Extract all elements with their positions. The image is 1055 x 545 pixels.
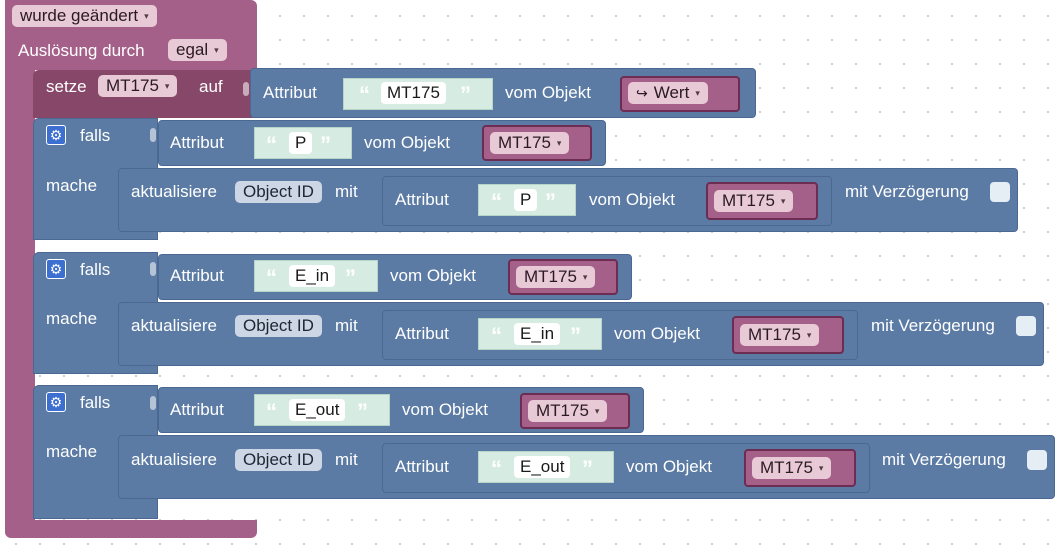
gear-icon[interactable]: ⚙ xyxy=(46,125,66,145)
attribute-label: Attribut xyxy=(263,83,317,102)
do-label: mache xyxy=(46,176,98,195)
chevron-down-icon: ▾ xyxy=(594,406,600,416)
from-object-label: vom Objekt xyxy=(589,190,675,209)
to-label: auf xyxy=(199,77,223,96)
quote-open-icon: “ xyxy=(491,189,502,214)
if-label: falls xyxy=(80,260,111,279)
object-id-field[interactable]: Object ID xyxy=(235,181,322,203)
object-dropdown[interactable]: MT175 ▾ xyxy=(740,324,820,346)
delay-label: mit Verzögerung xyxy=(871,316,995,335)
quote-open-icon: “ xyxy=(491,323,502,348)
text-field[interactable]: E_out xyxy=(514,456,571,478)
set-label: setze xyxy=(46,77,87,96)
text-field[interactable]: P xyxy=(289,132,313,154)
gear-icon[interactable]: ⚙ xyxy=(46,259,66,279)
return-arrow-icon: ↪ xyxy=(636,85,648,101)
chevron-down-icon: ▾ xyxy=(556,138,562,148)
chevron-down-icon: ▾ xyxy=(806,330,812,340)
chevron-down-icon: ▾ xyxy=(818,463,824,473)
delay-label: mit Verzögerung xyxy=(845,182,969,201)
object-dropdown[interactable]: MT175 ▾ xyxy=(752,457,832,479)
quote-close-icon: ” xyxy=(545,189,556,214)
quote-close-icon: ” xyxy=(345,265,356,290)
delay-label: mit Verzögerung xyxy=(882,450,1006,469)
text-field[interactable]: MT175 xyxy=(381,82,446,104)
triggered-by-dropdown[interactable]: egal ▾ xyxy=(168,39,227,61)
with-label: mit xyxy=(335,182,358,201)
delay-checkbox[interactable] xyxy=(1016,316,1036,336)
do-label: mache xyxy=(46,442,98,461)
do-label: mache xyxy=(46,309,98,328)
from-object-label: vom Objekt xyxy=(505,83,591,102)
delay-checkbox[interactable] xyxy=(990,182,1010,202)
from-object-label: vom Objekt xyxy=(390,266,476,285)
block-connector xyxy=(150,262,156,276)
quote-close-icon: ” xyxy=(460,82,471,107)
object-dropdown[interactable]: MT175 ▾ xyxy=(516,266,596,288)
quote-open-icon: “ xyxy=(491,456,502,481)
quote-close-icon: ” xyxy=(582,456,593,481)
attribute-label: Attribut xyxy=(395,457,449,476)
attribute-label: Attribut xyxy=(395,190,449,209)
set-variable-value: MT175 xyxy=(106,76,159,95)
object-value: Wert xyxy=(653,83,690,102)
attribute-label: Attribut xyxy=(395,324,449,343)
chevron-down-icon: ▾ xyxy=(144,11,149,21)
object-value-dropdown[interactable]: ↪ Wert ▾ xyxy=(628,82,708,104)
gear-icon[interactable]: ⚙ xyxy=(46,392,66,412)
set-variable-dropdown[interactable]: MT175 ▾ xyxy=(98,75,178,97)
triggered-by-value: egal xyxy=(176,40,209,59)
object-value: MT175 xyxy=(524,267,577,286)
delay-checkbox[interactable] xyxy=(1027,450,1047,470)
quote-close-icon: ” xyxy=(570,323,581,348)
with-label: mit xyxy=(335,316,358,335)
update-label: aktualisiere xyxy=(131,450,217,469)
with-label: mit xyxy=(335,450,358,469)
object-id-field[interactable]: Object ID xyxy=(235,449,322,471)
chevron-down-icon: ▾ xyxy=(695,88,700,98)
text-field[interactable]: E_out xyxy=(289,399,346,421)
block-connector xyxy=(150,396,156,410)
event-trigger-body-spine xyxy=(5,60,35,532)
if-label: falls xyxy=(80,393,111,412)
object-value: MT175 xyxy=(722,191,775,210)
block-connector xyxy=(150,128,156,142)
object-dropdown[interactable]: MT175 ▾ xyxy=(528,400,608,422)
from-object-label: vom Objekt xyxy=(402,400,488,419)
quote-close-icon: ” xyxy=(320,132,331,157)
from-object-label: vom Objekt xyxy=(364,133,450,152)
quote-open-icon: “ xyxy=(266,265,277,290)
changed-dropdown[interactable]: wurde geändert ▾ xyxy=(12,5,157,27)
changed-dropdown-label: wurde geändert xyxy=(20,6,139,25)
object-dropdown[interactable]: MT175 ▾ xyxy=(490,132,570,154)
object-dropdown[interactable]: MT175 ▾ xyxy=(714,190,794,212)
chevron-down-icon: ▾ xyxy=(582,272,588,282)
chevron-down-icon: ▾ xyxy=(164,81,170,91)
update-label: aktualisiere xyxy=(131,182,217,201)
triggered-by-label: Auslösung durch xyxy=(18,41,145,60)
from-object-label: vom Objekt xyxy=(614,324,700,343)
block-connector xyxy=(243,82,249,96)
chevron-down-icon: ▾ xyxy=(214,45,219,55)
text-field[interactable]: E_in xyxy=(514,323,561,345)
chevron-down-icon: ▾ xyxy=(780,196,786,206)
quote-open-icon: “ xyxy=(266,132,277,157)
object-value: MT175 xyxy=(536,401,589,420)
attribute-label: Attribut xyxy=(170,266,224,285)
event-trigger-footer xyxy=(5,520,257,538)
quote-open-icon: “ xyxy=(359,82,370,107)
if-label: falls xyxy=(80,126,111,145)
attribute-label: Attribut xyxy=(170,400,224,419)
text-field[interactable]: E_in xyxy=(289,265,336,287)
object-id-field[interactable]: Object ID xyxy=(235,315,322,337)
quote-open-icon: “ xyxy=(266,399,277,424)
from-object-label: vom Objekt xyxy=(626,457,712,476)
update-label: aktualisiere xyxy=(131,316,217,335)
text-field[interactable]: P xyxy=(514,189,538,211)
attribute-label: Attribut xyxy=(170,133,224,152)
object-value: MT175 xyxy=(748,325,801,344)
quote-close-icon: ” xyxy=(357,399,368,424)
object-value: MT175 xyxy=(760,458,813,477)
object-value: MT175 xyxy=(498,133,551,152)
